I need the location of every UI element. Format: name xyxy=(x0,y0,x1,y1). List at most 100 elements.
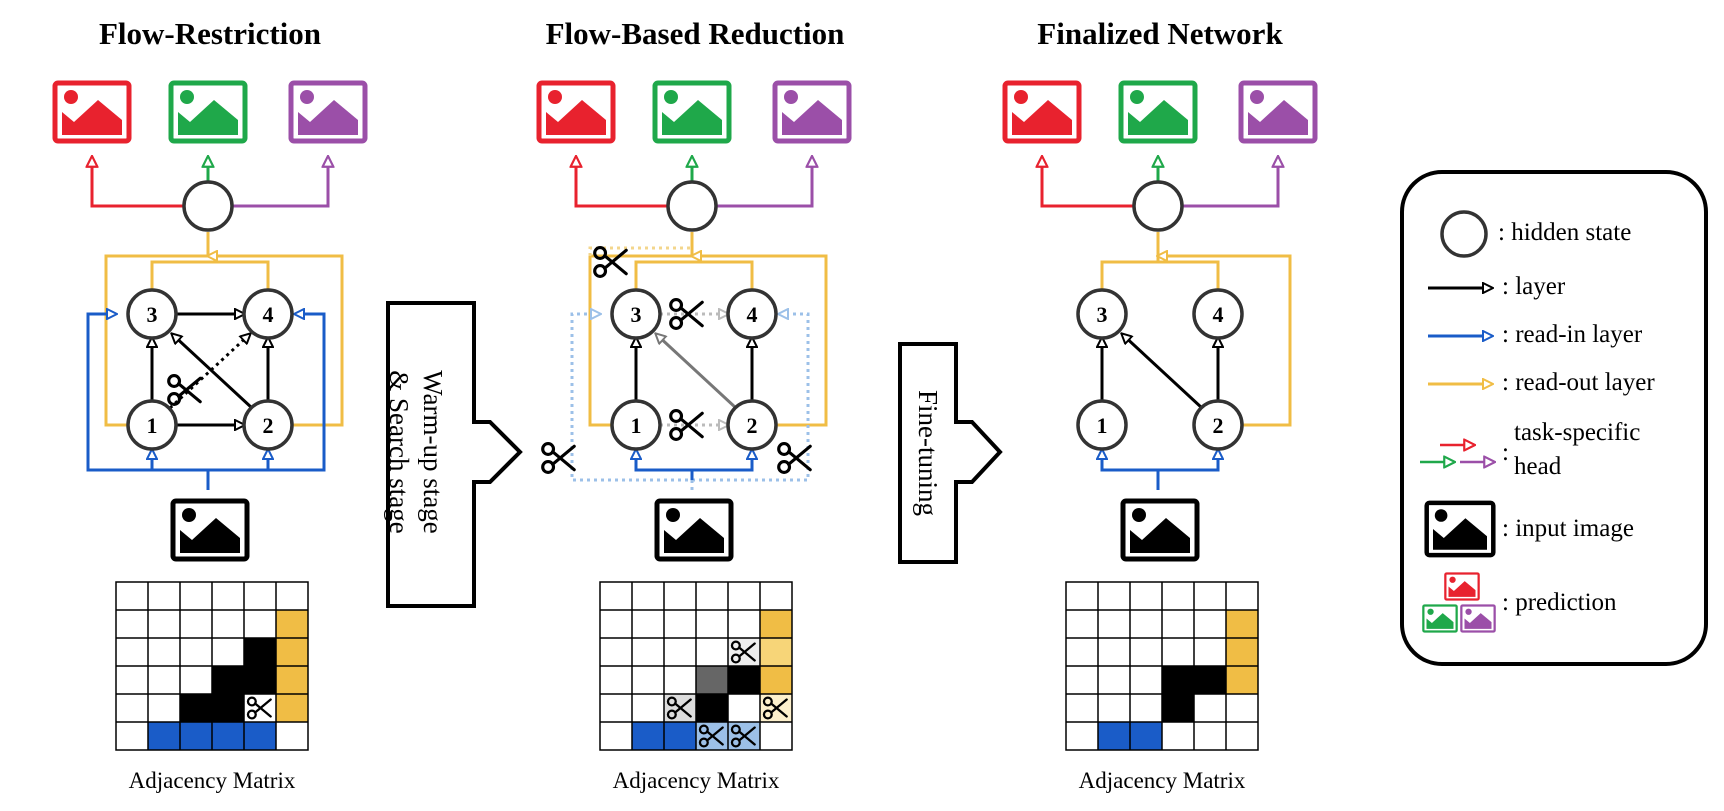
node-2 xyxy=(242,399,294,451)
node-3-label: 3 xyxy=(147,302,158,327)
readout-node3 xyxy=(634,260,692,290)
panel-flow-based-reduction: 3 4 1 2 xyxy=(539,83,849,751)
node-4-label: 4 xyxy=(747,302,758,327)
head-purple-arrow xyxy=(1182,157,1278,208)
prediction-green-image-icon xyxy=(1121,83,1195,141)
scissors-icon xyxy=(593,246,628,278)
node-2 xyxy=(726,399,778,451)
scissors-icon xyxy=(541,442,576,474)
panel-title-finalized-network: Finalized Network xyxy=(1037,16,1283,51)
legend-task-head-line2: head xyxy=(1514,453,1562,480)
readout-node2 xyxy=(208,256,344,427)
node-3 xyxy=(1076,288,1128,340)
hidden-state-node-out xyxy=(666,180,718,232)
stage-label-warmup-line2: & Search stage xyxy=(384,370,414,534)
layer-2-3 xyxy=(1122,334,1204,410)
legend-layer-text: : layer xyxy=(1502,273,1566,300)
adjacency-matrix xyxy=(115,581,309,751)
node-1-label: 1 xyxy=(1097,413,1108,438)
readout-node4 xyxy=(692,260,754,290)
layer-2-3 xyxy=(656,334,738,410)
node-4 xyxy=(1192,288,1244,340)
prediction-red-image-icon xyxy=(539,83,613,141)
stage-label-finetuning-text: Fine-tuning xyxy=(913,390,943,516)
input-image-icon xyxy=(1123,501,1197,559)
node-4-label: 4 xyxy=(1213,302,1224,327)
head-red-arrow xyxy=(576,157,670,208)
node-1-label: 1 xyxy=(147,413,158,438)
stage-label-warmup-line1: Warm-up stage xyxy=(418,370,448,534)
stage-label-finetuning: Fine-tuning xyxy=(911,373,945,533)
readin-to-node1 xyxy=(152,450,208,472)
scissors-icon xyxy=(167,374,202,406)
readout-node2 xyxy=(692,256,828,427)
legend-readin-text: : read-in layer xyxy=(1502,321,1643,348)
input-image-icon xyxy=(173,501,247,559)
legend-input-image-icon xyxy=(1427,503,1494,555)
node-3-label: 3 xyxy=(631,302,642,327)
prediction-purple-image-icon xyxy=(775,83,849,141)
layer-2-3 xyxy=(172,334,254,410)
readout-node4 xyxy=(1158,260,1220,290)
input-image-icon xyxy=(657,501,731,559)
legend-readout-text: : read-out layer xyxy=(1502,369,1655,396)
prediction-purple-image-icon xyxy=(1241,83,1315,141)
node-1 xyxy=(126,399,178,451)
stage-arrow-warmup xyxy=(386,301,523,608)
matrix-label-2: Adjacency Matrix xyxy=(612,768,780,793)
prediction-red-image-icon xyxy=(1005,83,1079,141)
legend-prediction-text: : prediction xyxy=(1502,589,1617,616)
readin-to-node1 xyxy=(1102,450,1160,490)
node-3 xyxy=(126,288,178,340)
panel-flow-restriction: 3 4 1 2 xyxy=(55,83,365,751)
panel-title-flow-restriction: Flow-Restriction xyxy=(98,16,322,51)
hidden-state-node-out xyxy=(1132,180,1184,232)
legend-prediction-green-icon xyxy=(1422,604,1458,633)
adjacency-matrix xyxy=(1065,581,1259,751)
hidden-state-node-out xyxy=(182,180,234,232)
node-4 xyxy=(242,288,294,340)
readout-pruned xyxy=(588,246,692,256)
node-2 xyxy=(1192,399,1244,451)
readin-to-node2 xyxy=(1158,450,1218,472)
prediction-purple-image-icon xyxy=(291,83,365,141)
adjacency-matrix xyxy=(599,581,793,751)
legend xyxy=(1400,170,1708,666)
readin-to-node2 xyxy=(692,450,752,472)
head-red-arrow xyxy=(92,157,186,208)
readin-to-node3 xyxy=(86,314,210,490)
legend-task-head-line1: task-specific xyxy=(1514,419,1641,446)
matrix-label-1: Adjacency Matrix xyxy=(128,768,296,793)
legend-prediction-red-icon xyxy=(1444,572,1480,601)
node-4-label: 4 xyxy=(263,302,274,327)
node-2-label: 2 xyxy=(263,413,274,438)
node-2-label: 2 xyxy=(1213,413,1224,438)
readin-to-node2 xyxy=(208,450,268,472)
node-3-label: 3 xyxy=(1097,302,1108,327)
readout-node1 xyxy=(104,232,210,427)
legend-task-head-colon: : xyxy=(1502,439,1509,466)
prediction-green-image-icon xyxy=(655,83,729,141)
prediction-green-image-icon xyxy=(171,83,245,141)
readout-node2 xyxy=(1158,256,1292,427)
readout-node4 xyxy=(208,260,270,290)
readin-to-node4 xyxy=(208,314,326,472)
head-purple-arrow xyxy=(232,157,328,208)
head-red-arrow xyxy=(1042,157,1136,208)
node-4 xyxy=(726,288,778,340)
panel-title-flow-based-reduction: Flow-Based Reduction xyxy=(545,16,845,51)
head-purple-arrow xyxy=(716,157,812,208)
node-3 xyxy=(610,288,662,340)
stage-arrow-finetuning xyxy=(898,342,1003,564)
readin-to-node4-pruned xyxy=(692,314,810,482)
node-1 xyxy=(610,399,662,451)
readout-node3 xyxy=(150,260,208,290)
panel-finalized-network: 3 4 1 2 xyxy=(1005,83,1315,751)
scissors-icon xyxy=(777,442,812,474)
prediction-red-image-icon xyxy=(55,83,129,141)
readout-node3 xyxy=(1100,232,1160,290)
stage-label-warmup: Warm-up stage & Search stage xyxy=(384,352,450,552)
legend-prediction-purple-icon xyxy=(1460,604,1496,633)
legend-hidden-state-symbol xyxy=(1440,210,1488,258)
